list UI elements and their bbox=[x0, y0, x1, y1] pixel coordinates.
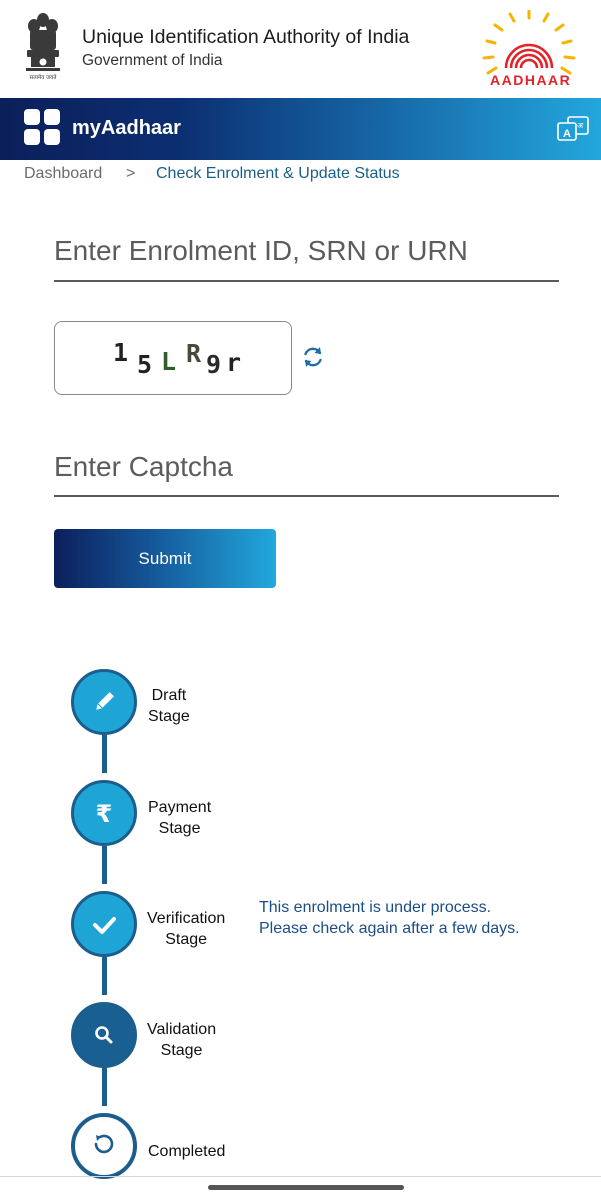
stage-validation bbox=[71, 1002, 137, 1068]
stage-draft bbox=[71, 669, 137, 735]
aadhaar-logo bbox=[482, 10, 576, 75]
org-title: Unique Identification Authority of India bbox=[82, 26, 410, 48]
check-icon bbox=[93, 917, 116, 934]
translate-icon[interactable]: A अ bbox=[556, 116, 590, 142]
stage-connector bbox=[102, 1068, 107, 1106]
submit-button[interactable]: Submit bbox=[54, 529, 276, 588]
rupee-icon: ₹ bbox=[96, 800, 113, 828]
breadcrumb-current: Check Enrolment & Update Status bbox=[156, 165, 400, 182]
gesture-home-bar[interactable] bbox=[208, 1185, 404, 1190]
stage-verification bbox=[71, 891, 137, 957]
refresh-icon[interactable] bbox=[300, 344, 326, 370]
search-icon bbox=[95, 1026, 113, 1044]
org-subtitle: Government of India bbox=[82, 52, 223, 69]
status-message: This enrolment is under process. Please … bbox=[259, 899, 520, 937]
captcha-glyphs: 1 5 L R 9 r bbox=[113, 338, 241, 379]
header: सत्यमेव जयते Unique Identification Autho… bbox=[0, 0, 601, 98]
aadhaar-logo-text: AADHAAR bbox=[490, 72, 572, 88]
svg-text:9: 9 bbox=[206, 350, 221, 379]
svg-text:r: r bbox=[226, 348, 241, 377]
svg-text:सत्यमेव जयते: सत्यमेव जयते bbox=[29, 74, 57, 81]
app-navbar: myAadhaar A अ bbox=[0, 98, 601, 160]
svg-text:अ: अ bbox=[577, 121, 584, 130]
stage-completed-label: Completed bbox=[148, 1143, 226, 1160]
svg-text:L: L bbox=[161, 347, 176, 376]
enrolment-id-input[interactable]: Enter Enrolment ID, SRN or URN bbox=[54, 235, 468, 266]
captcha-underline bbox=[54, 495, 559, 497]
stage-payment: ₹ bbox=[71, 780, 137, 846]
captcha-input[interactable]: Enter Captcha bbox=[54, 451, 233, 482]
app-grid-icon[interactable] bbox=[24, 109, 62, 147]
national-emblem-icon: सत्यमेव जयते bbox=[26, 13, 60, 81]
svg-text:A: A bbox=[563, 128, 571, 140]
stage-completed bbox=[71, 1113, 137, 1179]
enrolment-id-underline bbox=[54, 280, 559, 282]
stage-connector bbox=[102, 957, 107, 995]
svg-text:1: 1 bbox=[113, 338, 128, 367]
app-name: myAadhaar bbox=[72, 117, 181, 139]
pencil-icon bbox=[96, 692, 114, 710]
history-icon bbox=[94, 1134, 114, 1154]
breadcrumb-separator: > bbox=[126, 165, 136, 182]
svg-text:R: R bbox=[186, 339, 202, 368]
bottom-divider bbox=[0, 1176, 601, 1177]
captcha-image: 1 5 L R 9 r bbox=[54, 321, 292, 395]
svg-text:₹: ₹ bbox=[96, 800, 113, 828]
svg-text:5: 5 bbox=[137, 350, 152, 379]
stage-connector bbox=[102, 846, 107, 884]
breadcrumb-dashboard[interactable]: Dashboard bbox=[24, 165, 103, 182]
stage-connector bbox=[102, 735, 107, 773]
